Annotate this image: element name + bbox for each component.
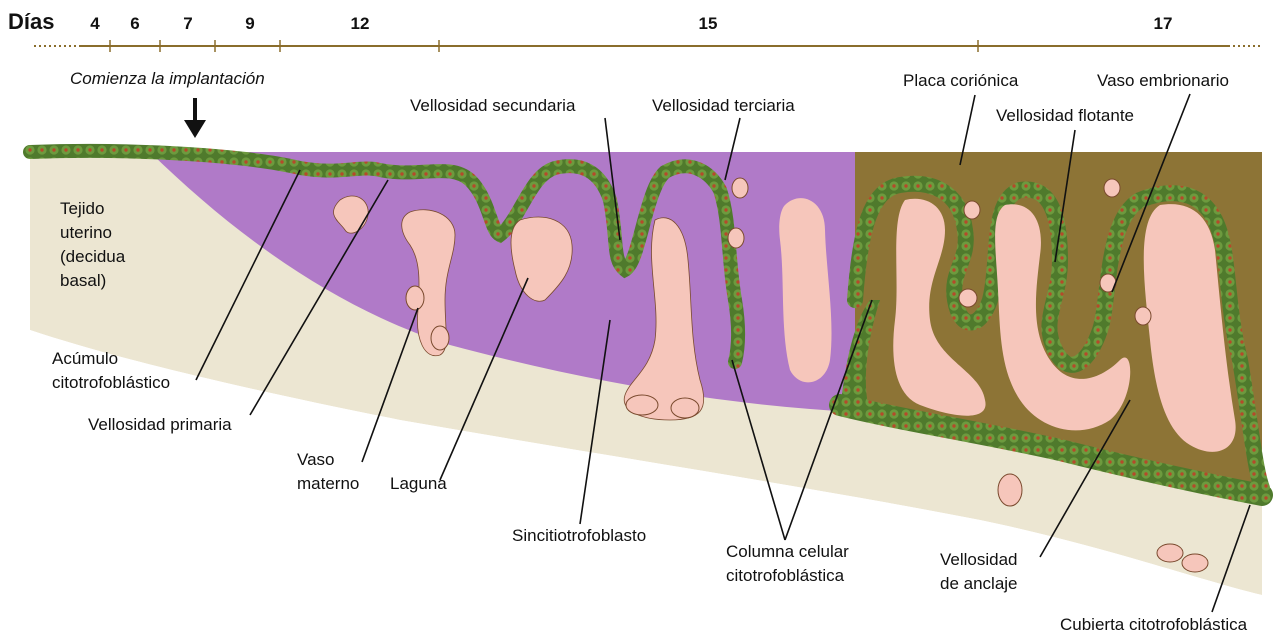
- label-line: (decidua: [60, 247, 126, 266]
- label-line: uterino: [60, 223, 112, 242]
- vellosidad-secundaria-label: Vellosidad secundaria: [410, 96, 576, 115]
- laguna-label: Laguna: [390, 474, 447, 493]
- day-label: 6: [130, 14, 139, 33]
- maternal-vessel: [671, 398, 699, 418]
- label-line: Acúmulo: [52, 349, 118, 368]
- day-label: 12: [351, 14, 370, 33]
- maternal-vessel: [406, 286, 424, 310]
- label-line: materno: [297, 474, 359, 493]
- implantation-note: Comienza la implantación: [70, 69, 265, 88]
- label-line: Columna celular: [726, 542, 849, 561]
- day-label: 7: [183, 14, 192, 33]
- embryonic-vessel: [732, 178, 748, 198]
- day-label: 17: [1154, 14, 1173, 33]
- vellosidad-primaria-label: Vellosidad primaria: [88, 415, 232, 434]
- label-line: citotrofoblástico: [52, 373, 170, 392]
- label-line: Tejido: [60, 199, 104, 218]
- label-line: de anclaje: [940, 574, 1018, 593]
- vellosidad-terciaria-label: Vellosidad terciaria: [652, 96, 795, 115]
- label-line: Vellosidad: [940, 550, 1018, 569]
- embryonic-vessel: [1135, 307, 1151, 325]
- day-label: 15: [699, 14, 718, 33]
- maternal-vessel: [1157, 544, 1183, 562]
- maternal-vessel: [431, 326, 449, 350]
- maternal-vessel: [998, 474, 1022, 506]
- cubierta-label: Cubierta citotrofoblástica: [1060, 615, 1248, 634]
- label-line: basal): [60, 271, 106, 290]
- day-label: 4: [90, 14, 100, 33]
- timeline: Días 4 6 7 9 12 15 17 Comienza la implan…: [8, 9, 1262, 88]
- placa-corionica-label: Placa coriónica: [903, 71, 1019, 90]
- embryonic-vessel: [728, 228, 744, 248]
- vaso-embrionario-label: Vaso embrionario: [1097, 71, 1229, 90]
- day-label: 9: [245, 14, 254, 33]
- label-line: Vaso: [297, 450, 335, 469]
- maternal-vessel: [1182, 554, 1208, 572]
- embryonic-vessel: [964, 201, 980, 219]
- label-line: citotrofoblástica: [726, 566, 845, 585]
- embryonic-vessel: [959, 289, 977, 307]
- implantation-arrow-icon: [184, 98, 206, 138]
- sincitiotrofoblasto-label: Sincitiotrofoblasto: [512, 526, 646, 545]
- villus-core-15: [779, 198, 831, 382]
- embryonic-vessel: [1104, 179, 1120, 197]
- vellosidad-flotante-label: Vellosidad flotante: [996, 106, 1134, 125]
- timeline-title: Días: [8, 9, 54, 34]
- maternal-vessel: [626, 395, 658, 415]
